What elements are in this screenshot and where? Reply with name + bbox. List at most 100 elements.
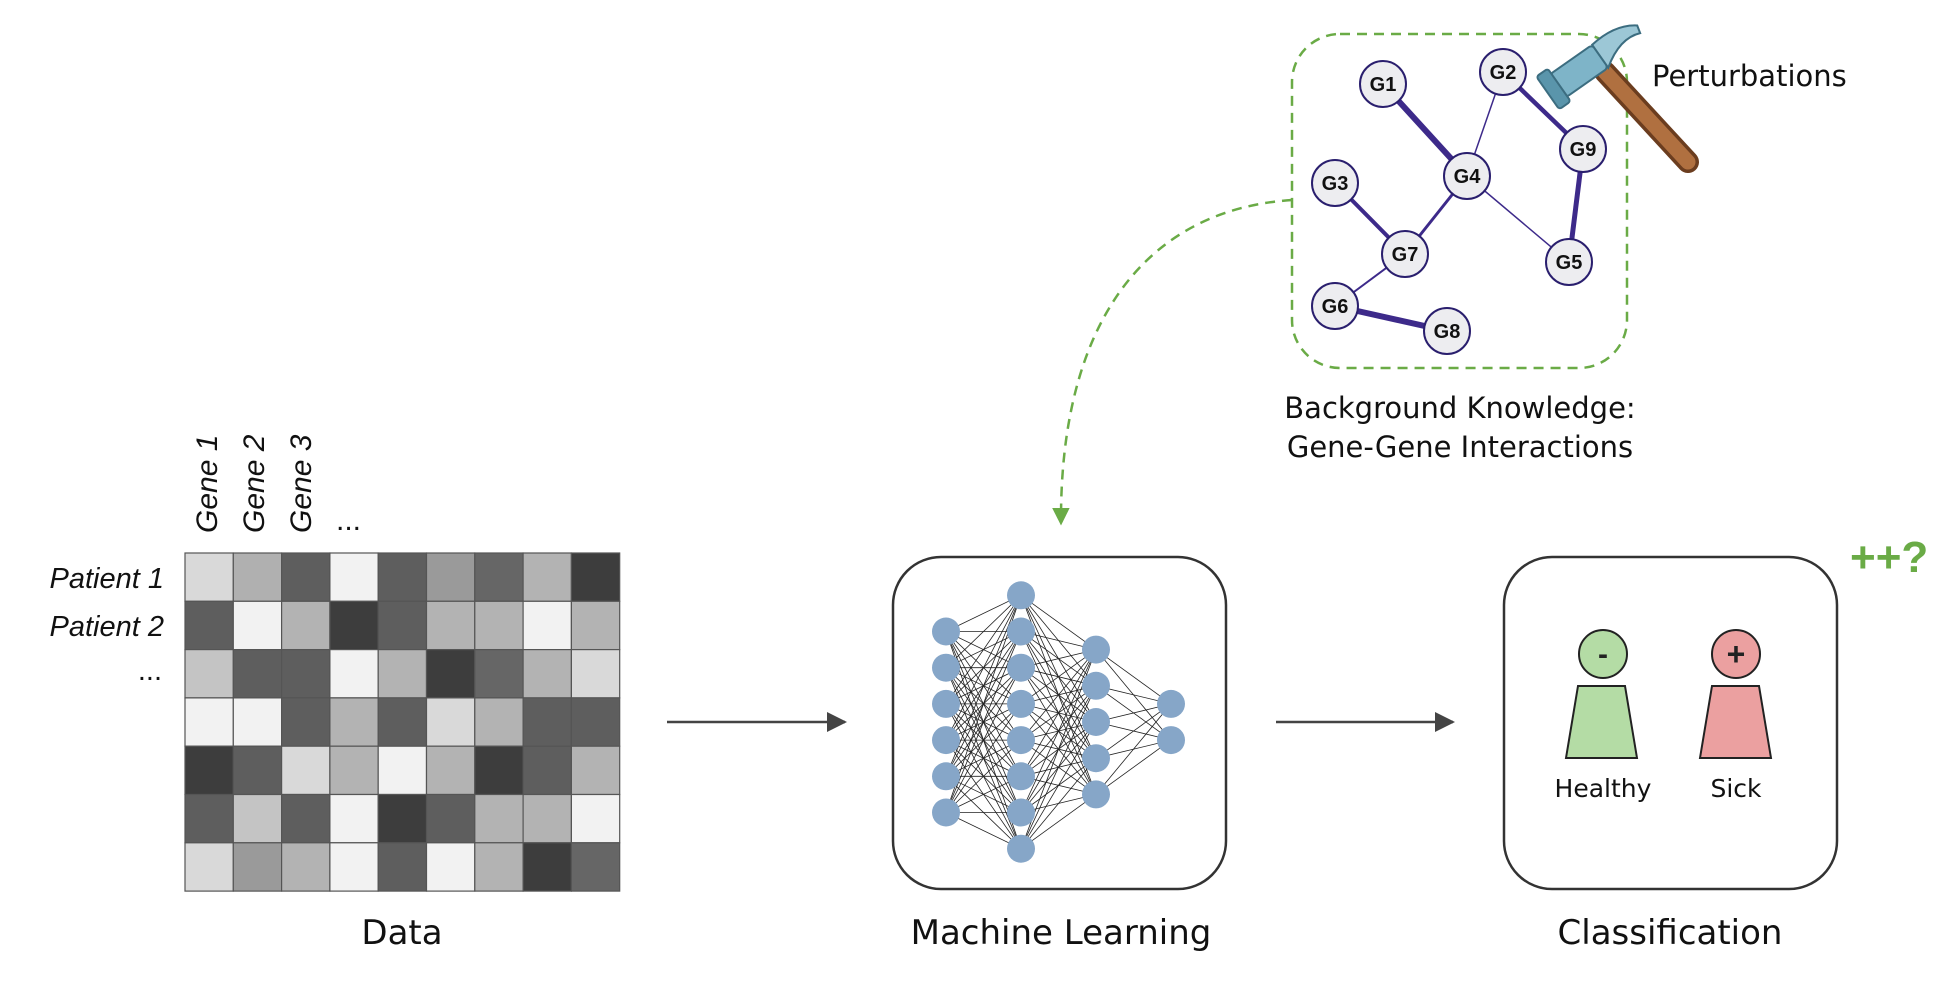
matrix-cell (329, 745, 379, 796)
matrix-cell (377, 552, 428, 602)
nn-node (1007, 762, 1035, 791)
matrix-cell (425, 697, 476, 747)
nn-node (932, 726, 960, 755)
ml-box (891, 555, 1228, 891)
knowledge-caption-line1: Background Knowledge: (1284, 391, 1635, 425)
gene-node-label: G9 (1570, 139, 1597, 161)
matrix-cell (184, 600, 234, 651)
patient-labels: Patient 1 Patient 2 ... (50, 563, 164, 687)
nn-connection (1095, 703, 1172, 759)
matrix-cell (232, 648, 283, 699)
nn-node (932, 689, 960, 718)
classification-section: - Healthy + Sick Classification ++? (1502, 533, 1928, 953)
knowledge-to-ml-arrow (1052, 198, 1293, 526)
matrix-cell (570, 648, 621, 699)
matrix-cell (377, 648, 428, 699)
sick-symbol: + (1727, 636, 1746, 672)
matrix-cell (522, 793, 572, 844)
neural-network (932, 581, 1185, 863)
matrix-cell (281, 793, 331, 844)
patient-1-label: Patient 1 (50, 563, 164, 595)
nn-connection (945, 595, 1022, 668)
gene-node-label: G1 (1370, 74, 1397, 96)
matrix-cell (184, 697, 234, 747)
matrix-cell (281, 842, 331, 892)
matrix-cell (570, 793, 621, 844)
gene-node-g5 (1545, 238, 1593, 286)
matrix-cell (281, 552, 331, 602)
matrix-cell (329, 793, 379, 844)
nn-node (1007, 726, 1035, 755)
gene-more-header: ... (336, 504, 361, 537)
matrix-cell (232, 697, 283, 747)
classification-box (1502, 555, 1839, 891)
matrix-cell (522, 745, 572, 796)
gene-node-label: G5 (1556, 252, 1583, 274)
nn-connection (1095, 649, 1172, 705)
nn-node (932, 762, 960, 791)
perturbations-label: Perturbations (1652, 59, 1847, 93)
matrix-cell (232, 745, 283, 796)
matrix-cell (522, 842, 572, 892)
data-title: Data (361, 913, 442, 953)
matrix-cell (570, 600, 621, 651)
nn-connection (1095, 739, 1172, 795)
nn-connection (945, 703, 1022, 813)
matrix-cell (474, 697, 524, 747)
matrix-cell (425, 793, 476, 844)
gene-2-header: Gene 2 (238, 434, 271, 533)
matrix-cell (281, 745, 331, 796)
matrix-cell (184, 793, 234, 844)
nn-node (1007, 834, 1035, 863)
gene-node-g1 (1359, 60, 1407, 108)
gene-node-label: G7 (1392, 244, 1419, 266)
matrix-cell (474, 648, 524, 699)
matrix-cell (570, 745, 621, 796)
nn-node (1007, 798, 1035, 827)
nn-node (1082, 780, 1110, 809)
gene-3-header: Gene 3 (285, 434, 318, 533)
nn-node (932, 798, 960, 827)
gene-node-g6 (1311, 282, 1359, 330)
gene-node-label: G6 (1322, 296, 1349, 318)
nn-node (1007, 581, 1035, 610)
nn-connection (1020, 649, 1097, 741)
matrix-cell (377, 745, 428, 796)
matrix-cell (425, 648, 476, 699)
gene-node-label: G3 (1322, 173, 1349, 195)
matrix-cell (425, 842, 476, 892)
nn-node (1082, 635, 1110, 664)
matrix-cell (570, 552, 621, 602)
nn-connection (1020, 757, 1097, 849)
matrix-cell (474, 552, 524, 602)
matrix-cell (474, 600, 524, 651)
gene-1-header: Gene 1 (191, 435, 224, 533)
nn-connection (945, 595, 1022, 705)
matrix-cell (184, 745, 234, 796)
gene-node-g3 (1311, 159, 1359, 207)
nn-node (1007, 617, 1035, 646)
matrix-cell (281, 697, 331, 747)
gene-node-label: G4 (1454, 166, 1482, 188)
matrix-cell (425, 745, 476, 796)
matrix-cell (232, 600, 283, 651)
matrix-cell (232, 552, 283, 602)
matrix-cell (425, 552, 476, 602)
nn-connection (1020, 649, 1097, 705)
nn-connection (1020, 721, 1097, 849)
matrix-cell (329, 600, 379, 651)
hammer-icon (1536, 24, 1699, 173)
nn-node (1082, 744, 1110, 773)
ml-section: Machine Learning (891, 555, 1228, 953)
nn-connection (945, 667, 1022, 813)
matrix-cell (377, 600, 428, 651)
matrix-cell (425, 600, 476, 651)
gene-headers: Gene 1 Gene 2 Gene 3 ... (191, 434, 361, 537)
nn-connection (945, 595, 1022, 741)
matrix-cell (329, 842, 379, 892)
matrix-cell (474, 745, 524, 796)
matrix-cell (474, 842, 524, 892)
matrix-cell (522, 552, 572, 602)
